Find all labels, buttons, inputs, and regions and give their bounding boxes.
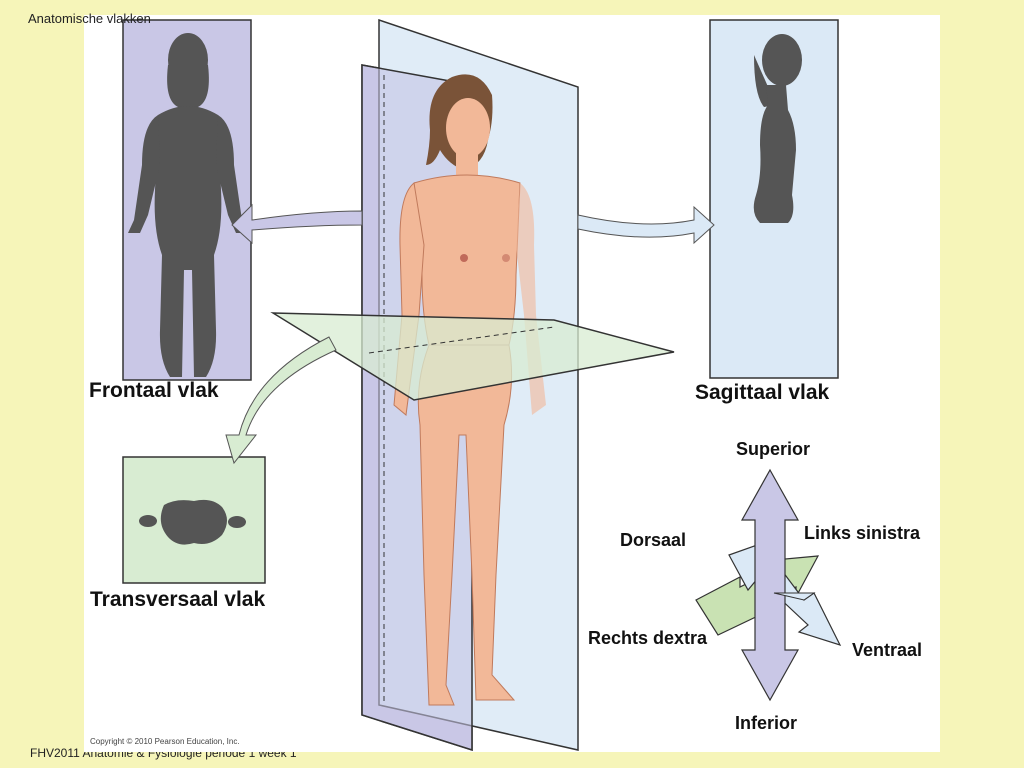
- slide-title: Anatomische vlakken: [28, 11, 151, 26]
- left-sinistra-label: Links sinistra: [804, 523, 921, 543]
- transverse-plane-label: Transversaal vlak: [90, 588, 266, 611]
- transverse-plane: [270, 312, 675, 401]
- frontal-plane-label: Frontaal vlak: [89, 379, 219, 402]
- ventral-label: Ventraal: [852, 640, 923, 660]
- transverse-silhouette-panel: [122, 456, 266, 584]
- human-figure: [393, 74, 546, 706]
- copyright-notice: Copyright © 2010 Pearson Education, Inc.: [90, 737, 240, 746]
- superior-inferior-axis-arrow: [740, 468, 800, 702]
- anatomical-planes-figure: Frontaal vlak Sagittaal vlak Transversaa…: [84, 15, 940, 752]
- inferior-label: Inferior: [735, 713, 798, 733]
- planes-illustration: [122, 18, 842, 752]
- dorsal-label: Dorsaal: [620, 530, 687, 550]
- transverse-arrow: [225, 336, 337, 465]
- frontal-silhouette-panel: [122, 19, 252, 381]
- frontal-arrow: [231, 203, 363, 245]
- right-dextra-label: Rechts dextra: [588, 628, 708, 648]
- sagittal-plane-label: Sagittaal vlak: [695, 381, 830, 404]
- direction-compass: [695, 468, 842, 702]
- sagittal-arrow: [577, 205, 715, 245]
- superior-label: Superior: [736, 439, 811, 459]
- sagittal-silhouette-panel: [709, 19, 839, 379]
